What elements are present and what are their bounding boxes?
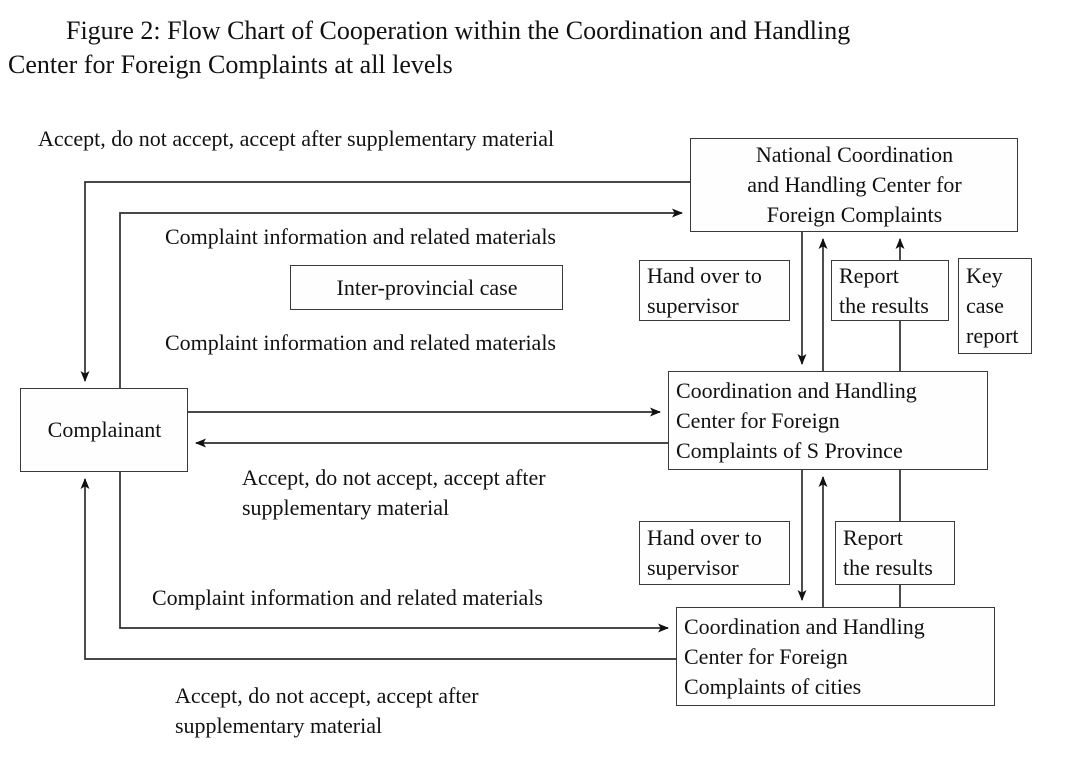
node-report-the-results-bottom[interactable]: Report the results	[835, 521, 955, 585]
edge-label-accept-province: Accept, do not accept, accept after supp…	[242, 463, 546, 523]
node-national-center-line-1: National Coordination	[755, 142, 954, 167]
node-national-center-line-2: and Handling Center for	[747, 172, 962, 197]
edge-label-complaint-info-province: Complaint information and related materi…	[165, 328, 556, 358]
node-city-center-line-1: Coordination and Handling	[684, 613, 925, 639]
node-province-center-line-2: Center for Foreign	[676, 407, 840, 433]
node-hand-over-to-supervisor-top[interactable]: Hand over to supervisor	[639, 260, 790, 321]
node-report-results-bottom-line-2: the results	[843, 555, 933, 580]
edge-label-complaint-info-city-text: Complaint information and related materi…	[152, 585, 543, 610]
node-inter-provincial-case[interactable]: Inter-provincial case	[290, 265, 563, 310]
edge-label-complaint-info-city: Complaint information and related materi…	[152, 583, 543, 613]
edge-label-accept-city: Accept, do not accept, accept after supp…	[175, 681, 479, 741]
figure-title-line-1: Figure 2: Flow Chart of Cooperation with…	[66, 16, 851, 45]
edge-label-accept-province-line-1: Accept, do not accept, accept after	[242, 465, 546, 490]
edge-label-accept-national: Accept, do not accept, accept after supp…	[38, 124, 554, 154]
node-hand-over-top-line-1: Hand over to	[647, 262, 762, 288]
node-key-case-report-line-3: report	[966, 323, 1019, 348]
node-key-case-report-line-1: Key	[966, 263, 1003, 288]
node-complainant-label: Complainant	[47, 417, 162, 442]
edge-label-accept-city-line-2: supplementary material	[175, 713, 383, 738]
node-key-case-report[interactable]: Key case report	[958, 258, 1032, 354]
node-hand-over-top-line-2: supervisor	[647, 292, 739, 318]
node-report-results-bottom-line-1: Report	[843, 525, 903, 550]
edge-label-complaint-info-province-text: Complaint information and related materi…	[165, 330, 556, 355]
edge-label-accept-national-text: Accept, do not accept, accept after supp…	[38, 126, 555, 151]
edge-label-complaint-info-national: Complaint information and related materi…	[165, 222, 556, 252]
node-key-case-report-line-2: case	[966, 293, 1004, 318]
node-report-results-top-line-1: Report	[839, 262, 899, 288]
node-hand-over-bottom-line-1: Hand over to	[647, 525, 762, 550]
node-city-center-line-2: Center for Foreign	[684, 643, 848, 669]
edge-label-accept-province-line-2: supplementary material	[242, 495, 450, 520]
edge-city-to-complainant	[80, 478, 676, 660]
edge-national-to-complainant	[80, 181, 690, 382]
node-report-the-results-top[interactable]: Report the results	[831, 260, 949, 321]
figure-title-line-2: Center for Foreign Complaints at all lev…	[8, 50, 453, 79]
node-inter-provincial-case-label: Inter-provincial case	[336, 274, 518, 300]
node-hand-over-to-supervisor-bottom[interactable]: Hand over to supervisor	[639, 521, 790, 585]
node-national-center[interactable]: National Coordination and Handling Cente…	[690, 138, 1018, 232]
node-city-center[interactable]: Coordination and Handling Center for For…	[676, 607, 995, 706]
figure-title: Figure 2: Flow Chart of Cooperation with…	[8, 14, 1058, 82]
edge-complainant-to-national	[119, 208, 683, 470]
node-province-center[interactable]: Coordination and Handling Center for For…	[668, 371, 988, 470]
node-complainant[interactable]: Complainant	[20, 388, 188, 472]
node-city-center-line-3: Complaints of cities	[684, 673, 862, 699]
node-province-center-line-3: Complaints of S Province	[676, 437, 903, 463]
node-province-center-line-1: Coordination and Handling	[676, 377, 917, 403]
edge-label-complaint-info-national-text: Complaint information and related materi…	[165, 224, 556, 249]
node-hand-over-bottom-line-2: supervisor	[647, 555, 739, 580]
edge-label-accept-city-line-1: Accept, do not accept, accept after	[175, 683, 479, 708]
node-report-results-top-line-2: the results	[839, 292, 929, 318]
node-national-center-line-3: Foreign Complaints	[766, 202, 943, 227]
